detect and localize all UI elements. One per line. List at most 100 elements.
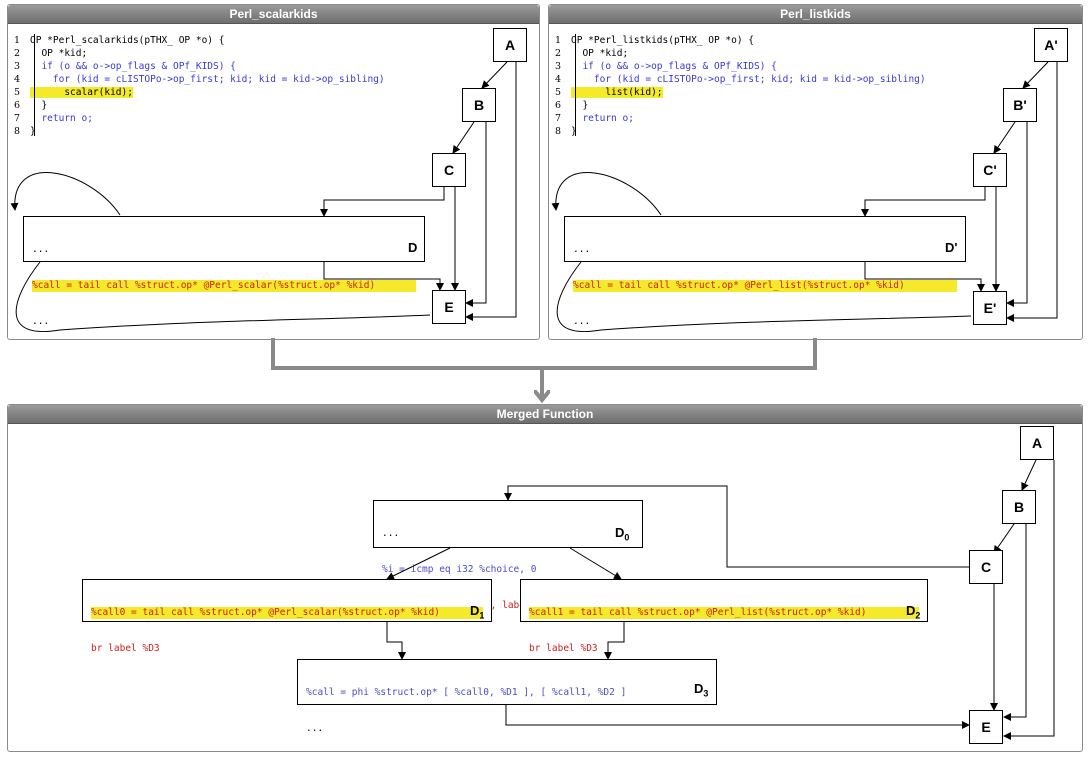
- line-number: 2: [555, 48, 562, 59]
- block-d1-label: D1: [470, 603, 484, 621]
- line-number: 1: [555, 35, 562, 46]
- edge-a-b: [481, 61, 508, 89]
- label-subscript: 2: [915, 610, 921, 621]
- edge-mb-me: [1003, 524, 1027, 721]
- code-line: for (kid = cLISTOPo->op_first; kid; kid …: [30, 74, 385, 85]
- line-number: 6: [555, 100, 562, 111]
- block-d1: %call0 = tail call %struct.op* @Perl_sca…: [82, 579, 492, 654]
- block-d1-call: %call0 = tail call %struct.op* @Perl_sca…: [91, 607, 483, 619]
- block-d0: ... %i = icmp eq i32 %choice, 0 br i1 %i…: [373, 500, 643, 611]
- node-b: B: [462, 88, 496, 122]
- block-d0-line: ...: [382, 528, 400, 539]
- merge-connector: [271, 338, 817, 400]
- edge-b2-e2: [1006, 122, 1028, 307]
- block-d0-label: D0: [615, 525, 629, 543]
- block-d-prime: ... %call = tail call %struct.op* @Perl_…: [564, 216, 966, 327]
- merged-node-a: A: [1020, 426, 1054, 460]
- merged-panel-title: Merged Function: [8, 405, 1082, 424]
- code-line: OP *Perl_scalarkids(pTHX_ OP *o) {: [30, 35, 225, 46]
- block-d2-call: %call1 = tail call %struct.op* @Perl_lis…: [529, 607, 919, 619]
- block-d3: %call = phi %struct.op* [ %call0, %D1 ],…: [297, 659, 717, 734]
- line-number: 5: [14, 87, 21, 98]
- code-line: }: [571, 100, 589, 111]
- code-line-highlighted: list(kid);: [571, 87, 663, 98]
- block-d-label: D: [408, 240, 418, 255]
- edge-mb-mc: [993, 523, 1015, 554]
- line-number: 5: [555, 87, 562, 98]
- left-cfg-edges: [15, 61, 517, 332]
- code-line: OP *Perl_listkids(pTHX_ OP *o) {: [571, 35, 755, 46]
- edge-b-e: [465, 122, 487, 307]
- scalarkids-panel-title: Perl_scalarkids: [8, 5, 539, 24]
- code-line: if (o && o->op_flags & OPf_KIDS) {: [30, 61, 236, 72]
- line-number: 7: [555, 113, 562, 124]
- line-number: 7: [14, 113, 21, 124]
- node-a: A: [493, 28, 527, 62]
- node-e-prime: E': [973, 291, 1007, 325]
- code-line-highlighted: scalar(kid);: [30, 87, 133, 98]
- label-letter: D: [615, 525, 625, 540]
- line-number: 1: [14, 35, 21, 46]
- code-line: OP *kid;: [571, 48, 629, 59]
- block-d3-label: D3: [694, 681, 708, 699]
- node-c-prime: C': [973, 153, 1007, 187]
- block-d-line: ...: [32, 244, 50, 255]
- label-subscript: 1: [479, 610, 485, 621]
- node-b-prime: B': [1003, 88, 1037, 122]
- edge-ma-mb: [1021, 459, 1037, 491]
- block-d1-br: br label %D3: [91, 643, 160, 654]
- label-subscript: 0: [624, 532, 630, 543]
- node-a-prime: A': [1034, 28, 1068, 62]
- listkids-source: 1 OP *Perl_listkids(pTHX_ OP *o) { 2 OP *…: [555, 34, 926, 138]
- edge-loop2: [556, 172, 972, 332]
- block-d2: %call1 = tail call %struct.op* @Perl_lis…: [520, 579, 928, 654]
- edge-d2-e2: [864, 262, 985, 292]
- line-number: 3: [14, 61, 21, 72]
- line-number: 4: [14, 74, 21, 85]
- block-d2-label: D2: [906, 603, 920, 621]
- block-d: ... %call = tail call %struct.op* @Perl_…: [23, 216, 425, 327]
- edge-d0-d1: [386, 547, 451, 580]
- block-d-call: %call = tail call %struct.op* @Perl_scal…: [32, 280, 416, 292]
- code-line: return o;: [571, 113, 634, 124]
- edge-b-c: [452, 121, 475, 154]
- edge-ma-me: [1003, 460, 1055, 740]
- block-d-prime-call: %call = tail call %struct.op* @Perl_list…: [573, 280, 957, 292]
- edge-d2-d3: [604, 622, 625, 660]
- edge-b2-c2: [993, 121, 1016, 154]
- block-d0-icmp: %i = icmp eq i32 %choice, 0: [382, 564, 537, 575]
- block-d-line: ...: [32, 316, 50, 327]
- edge-loop: [15, 172, 431, 332]
- block-d3-line: ...: [306, 723, 324, 734]
- merged-cfg-edges: [386, 459, 1055, 740]
- block-d-prime-line: ...: [573, 316, 591, 327]
- code-line: return o;: [30, 113, 93, 124]
- edge-a2-e2: [1006, 62, 1058, 322]
- edge-d1-d3: [386, 622, 406, 660]
- edge-c2-d2: [861, 187, 986, 217]
- code-line: }: [30, 126, 36, 137]
- code-line: }: [30, 100, 48, 111]
- line-number: 8: [14, 126, 21, 137]
- merged-node-b: B: [1002, 490, 1036, 524]
- merged-node-e: E: [969, 710, 1003, 744]
- block-d-prime-line: ...: [573, 244, 591, 255]
- edge-d3-me: [505, 705, 970, 729]
- edge-mc-d0: [504, 485, 969, 568]
- label-letter: D: [694, 681, 704, 696]
- right-cfg-edges: [556, 61, 1058, 332]
- line-number: 4: [555, 74, 562, 85]
- edge-a-e: [465, 62, 517, 321]
- code-line: }: [571, 126, 577, 137]
- code-line: if (o && o->op_flags & OPf_KIDS) {: [571, 61, 777, 72]
- line-number: 3: [555, 61, 562, 72]
- line-number: 6: [14, 100, 21, 111]
- node-e: E: [432, 290, 466, 324]
- edge-c-d: [320, 187, 445, 217]
- edge-d-e: [323, 262, 444, 291]
- label-letter: D: [470, 603, 480, 618]
- line-number: 2: [14, 48, 21, 59]
- label-subscript: 3: [703, 688, 709, 699]
